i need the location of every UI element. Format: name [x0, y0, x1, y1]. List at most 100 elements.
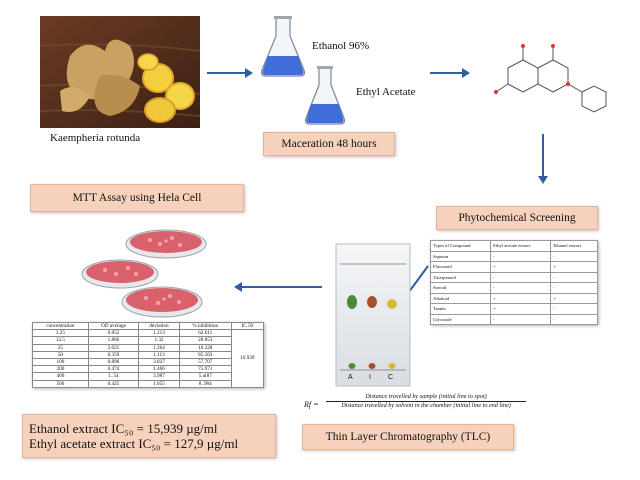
- table-cell: -: [550, 303, 598, 315]
- header-cell: Types of Compound: [429, 240, 492, 252]
- header-cell: % inhibition: [178, 321, 232, 331]
- table-row: Triterpenoid--: [429, 271, 598, 283]
- table-row: Tannin+-: [429, 303, 598, 315]
- rf-denominator: Distance travelled by solvent in the cha…: [341, 402, 511, 409]
- table-cell: 57.707: [178, 357, 232, 367]
- table-cell: 500: [32, 379, 89, 388]
- table-cell: Steroid: [429, 282, 492, 294]
- table-cell: +: [490, 303, 552, 315]
- arrow-left-icon: [234, 282, 322, 292]
- table-cell: +: [550, 292, 598, 304]
- table-cell: 100: [32, 357, 89, 367]
- header-cell: deviation: [138, 321, 180, 331]
- mtt-table: concentration OD average deviation % inh…: [32, 321, 265, 388]
- table-cell: +: [490, 261, 552, 273]
- table-cell: Glycoside: [429, 313, 492, 325]
- table-header-row: concentration OD average deviation % inh…: [32, 321, 265, 331]
- table-cell: +: [550, 261, 598, 273]
- table-cell: 3.027: [138, 357, 180, 367]
- ic50-cell: 16.939: [230, 329, 265, 388]
- table-cell: 1.113: [138, 350, 180, 359]
- table-cell: -: [550, 271, 598, 283]
- table-cell: Flavonoid: [429, 261, 492, 273]
- table-cell: -: [490, 271, 552, 283]
- mtt-table-wrapper: concentration OD average deviation % inh…: [32, 321, 265, 388]
- table-cell: -: [550, 313, 598, 325]
- table-cell: 1.055: [138, 379, 180, 388]
- table-cell: -: [550, 282, 598, 294]
- table-cell: 75.971: [178, 365, 232, 374]
- table-cell: 1..54: [87, 372, 140, 381]
- table-cell: -: [550, 250, 598, 262]
- rf-numerator: Distance travelled by sample (initial li…: [326, 393, 526, 402]
- ethyl-acetate-flask-icon: [304, 66, 346, 125]
- plant-name: Kaempheria rotunda: [50, 132, 141, 144]
- petri-dishes-image: [81, 229, 207, 318]
- table-cell: +: [490, 292, 552, 304]
- table-cell: 0.425: [87, 379, 140, 388]
- table-row: Glycoside--: [429, 313, 598, 325]
- table-cell: 3.25: [32, 329, 89, 338]
- tlc-lane-i: I: [369, 374, 371, 381]
- phytochemical-screening-box: Phytochemical Screening: [436, 206, 598, 230]
- table-cell: Triterpenoid: [429, 271, 492, 283]
- maceration-label: Maceration 48 hours: [281, 138, 377, 150]
- rf-fraction: Distance travelled by sample (initial li…: [326, 393, 526, 410]
- arrow-right-icon-2: [430, 68, 470, 78]
- tlc-lane-c: C: [388, 374, 394, 381]
- table-row: Steroid--: [429, 282, 598, 294]
- tlc-spot-a: [347, 295, 357, 309]
- table-cell: Tannin: [429, 303, 492, 315]
- table-cell: 400: [32, 372, 89, 381]
- ic50-results-box: Ethanol extract IC₅₀ = 15,939 µg/ml Ethy…: [22, 414, 276, 458]
- maceration-box: Maceration 48 hours: [263, 132, 395, 156]
- table-cell: 12.5: [32, 336, 89, 345]
- table-cell: 2.021: [87, 343, 140, 352]
- header-cell: Ethyl acetate extract: [490, 240, 552, 252]
- ethyl-acetate-label: Ethyl Acetate: [356, 86, 416, 98]
- chemical-structure-image: [478, 28, 618, 128]
- table-cell: 50: [32, 350, 89, 359]
- table-cell: 62.611: [178, 329, 232, 338]
- ethanol-ic50: Ethanol extract IC₅₀ = 15,939 µg/ml: [29, 421, 218, 436]
- table-cell: 3.987: [138, 372, 180, 381]
- tlc-spot-i: [367, 296, 377, 308]
- table-cell: 5.ul87: [178, 372, 232, 381]
- table-cell: -: [490, 282, 552, 294]
- table-cell: 1.264: [138, 343, 180, 352]
- header-cell: IC 50: [230, 321, 265, 331]
- tlc-lane-a: A: [348, 374, 353, 381]
- header-cell: Ethanol extract: [550, 240, 598, 252]
- mtt-label: MTT Assay using Hela Cell: [72, 192, 202, 204]
- table-row: Flavonoid++: [429, 261, 598, 273]
- arrow-right-icon: [207, 68, 253, 78]
- table-cell: 16.328: [178, 343, 232, 352]
- table-cell: 1.213: [138, 329, 180, 338]
- ginger-image: [40, 16, 200, 128]
- phytochemical-label: Phytochemical Screening: [458, 212, 576, 224]
- ethyl-acetate-ic50: Ethyl acetate extract IC₅₀ = 127,9 µg/ml: [29, 436, 239, 451]
- table-cell: Alkaloid: [429, 292, 492, 304]
- table-cell: Saponin: [429, 250, 492, 262]
- mtt-assay-box: MTT Assay using Hela Cell: [30, 184, 244, 212]
- table-row: Alkaloid++: [429, 292, 598, 304]
- table-cell: 1.466: [138, 365, 180, 374]
- table-cell: 28.853: [178, 336, 232, 345]
- table-row: Saponin--: [429, 250, 598, 262]
- table-cell: 1.32: [138, 336, 180, 345]
- tlc-box: Thin Layer Chromatography (TLC): [302, 424, 514, 450]
- tlc-spot-c: [387, 299, 397, 309]
- tlc-label: Thin Layer Chromatography (TLC): [325, 431, 491, 443]
- rf-symbol: Rf =: [304, 400, 319, 409]
- table-cell: 85.503: [178, 350, 232, 359]
- table-cell: 8..984: [178, 379, 232, 388]
- table-cell: 0.896: [87, 357, 140, 367]
